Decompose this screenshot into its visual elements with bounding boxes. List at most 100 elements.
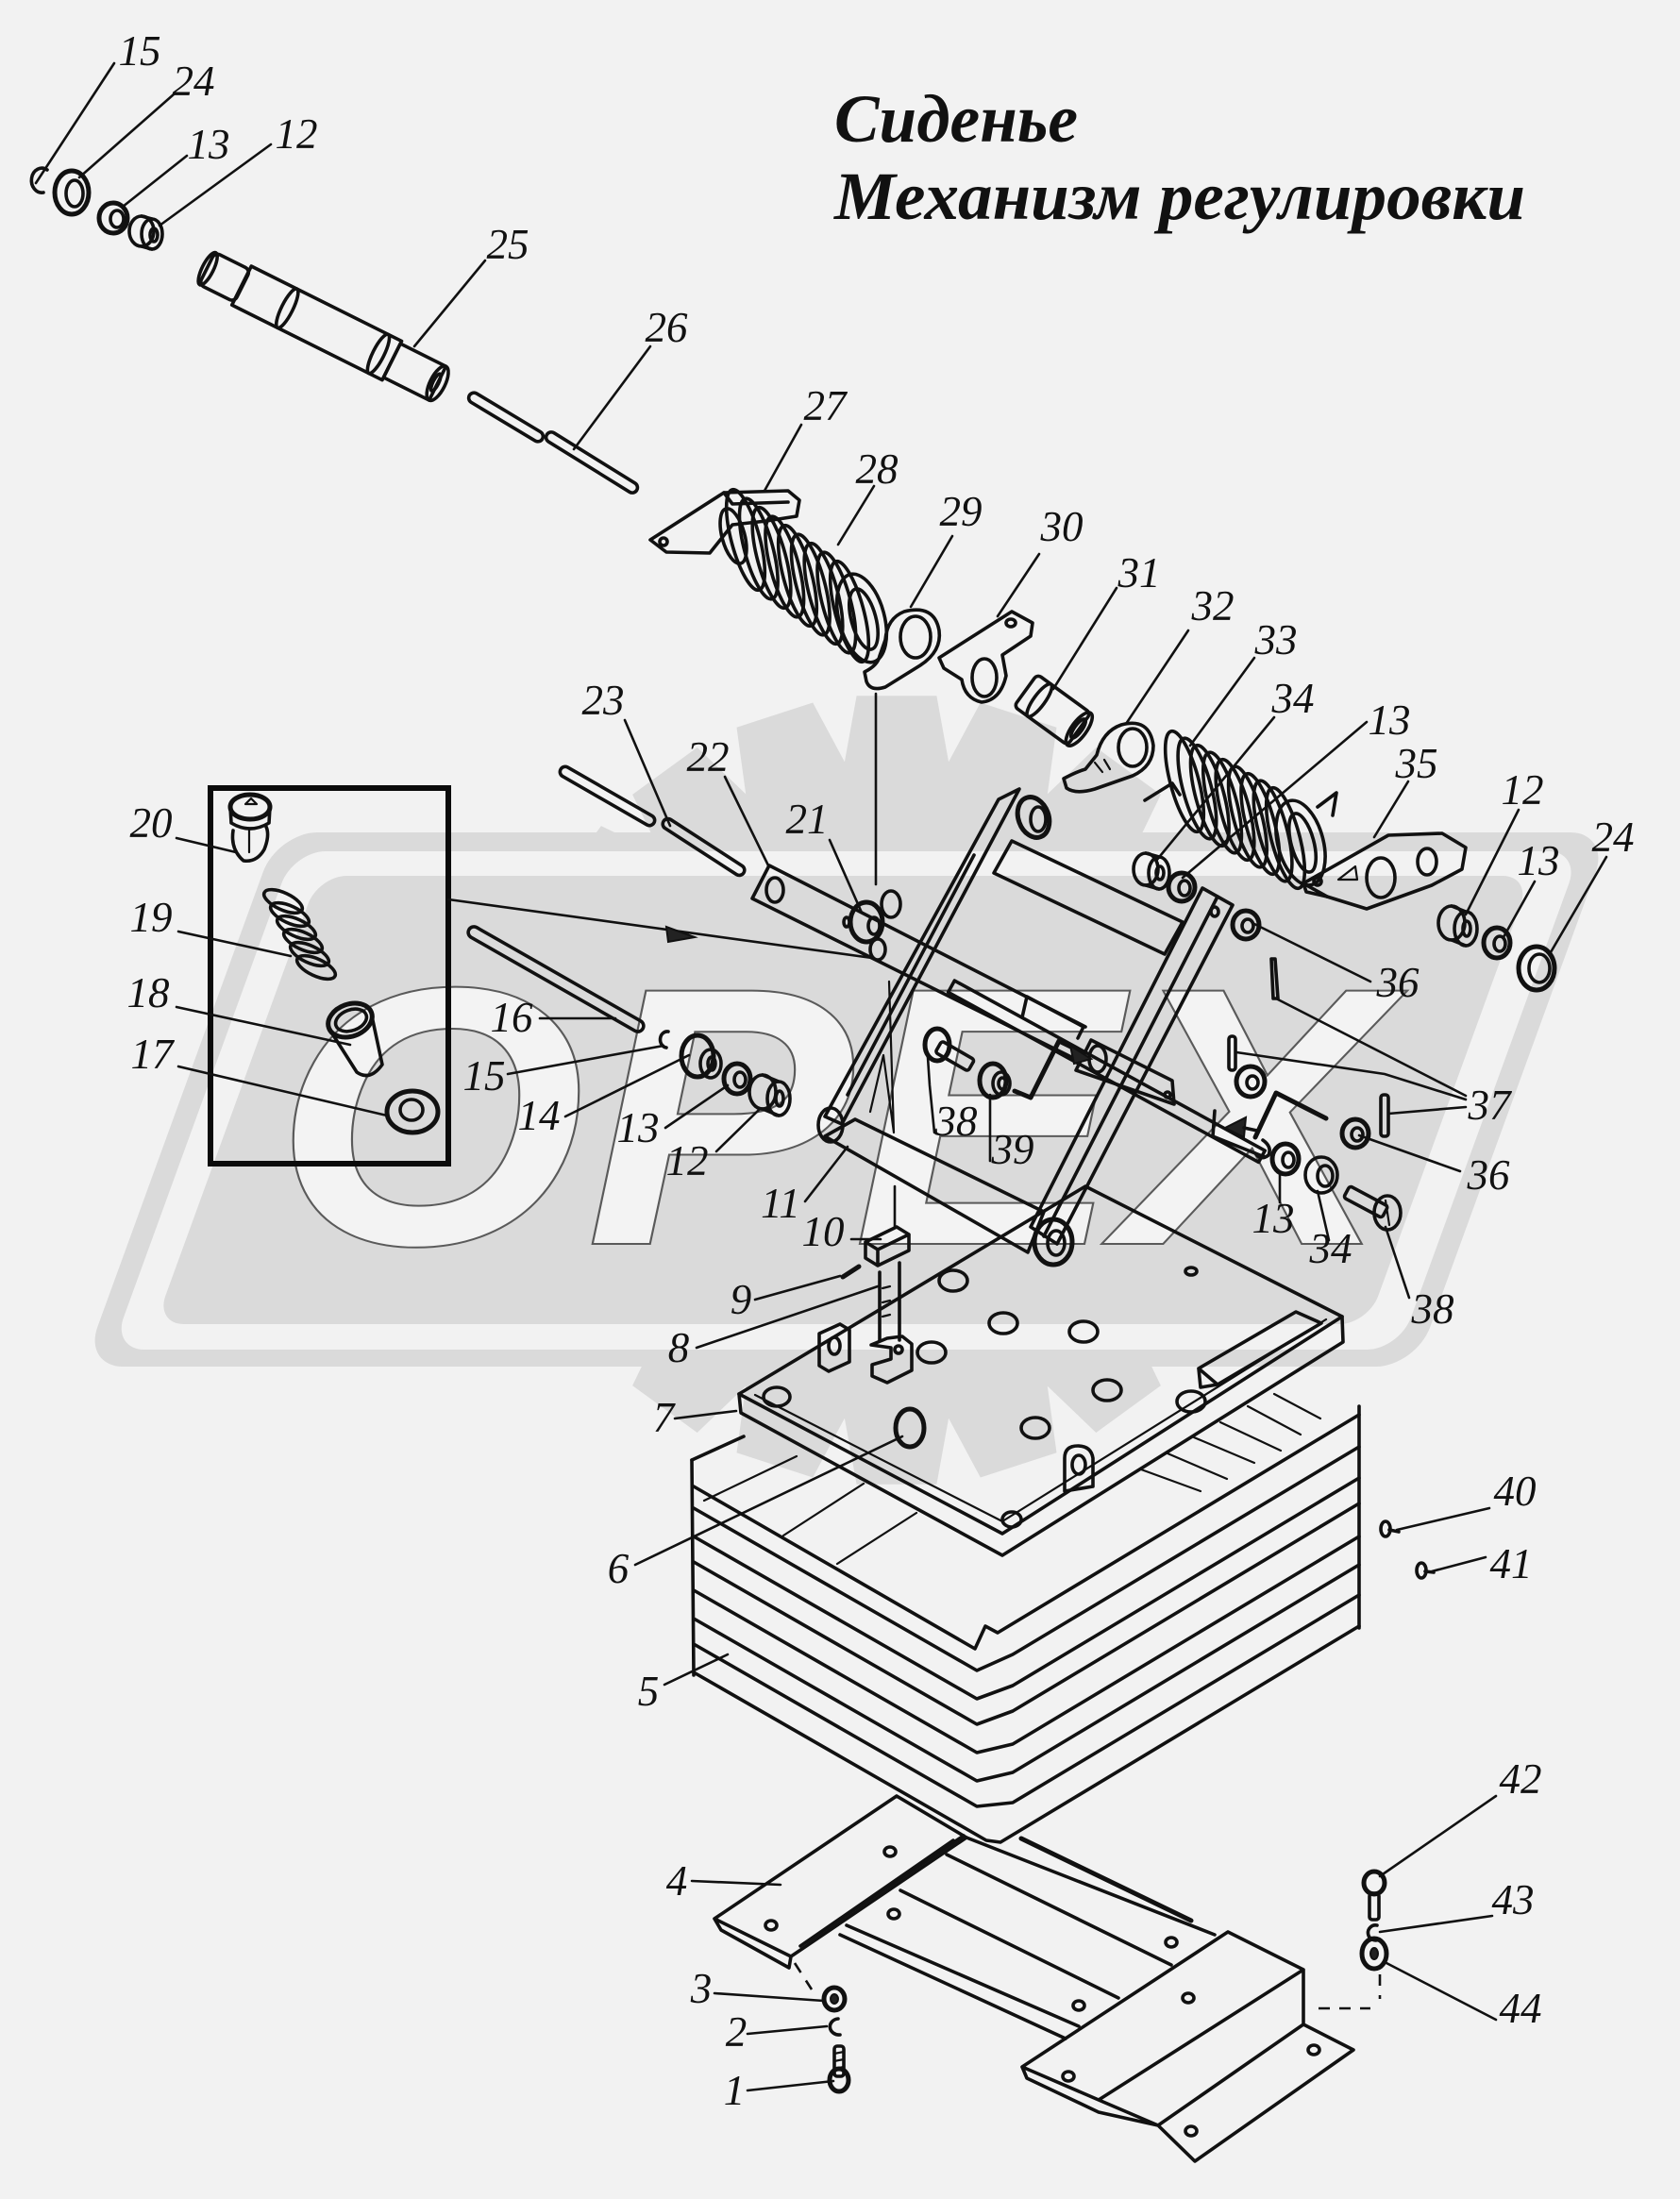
block-outline bbox=[864, 1225, 911, 1267]
latch-bracket bbox=[869, 1335, 914, 1385]
callout-label: 12 bbox=[1502, 766, 1544, 814]
callout-label: 36 bbox=[1467, 1151, 1511, 1199]
frame-thin-rods bbox=[868, 980, 896, 1134]
sleeve-body bbox=[1014, 674, 1091, 746]
assembly-dash-right bbox=[1319, 1974, 1382, 2010]
pin-body bbox=[840, 1264, 862, 1280]
callout-label: 39 bbox=[991, 1126, 1034, 1173]
cam-bore bbox=[899, 614, 932, 660]
nut-outer bbox=[1516, 944, 1557, 993]
callout-label: 27 bbox=[804, 382, 849, 429]
nut-outer bbox=[1166, 870, 1198, 904]
leader-line bbox=[1502, 880, 1537, 939]
bellows-inner-hatch bbox=[702, 1392, 1322, 1566]
callout-label: 37 bbox=[1468, 1082, 1514, 1129]
arm-outline bbox=[1029, 886, 1235, 1246]
hole bbox=[1061, 2070, 1076, 2083]
sleeve-body bbox=[328, 1010, 384, 1078]
watermark-logo: ОРЕХ bbox=[94, 696, 1599, 1485]
nut-inner bbox=[732, 1070, 748, 1089]
callout-label: 3 bbox=[690, 1965, 713, 2012]
shaft-body bbox=[229, 264, 404, 382]
cap-body bbox=[893, 1406, 927, 1450]
part-30-bracket bbox=[937, 610, 1034, 704]
arm-flange bbox=[1042, 895, 1219, 1238]
callout-label: 10 bbox=[802, 1208, 845, 1255]
plate-bosses bbox=[762, 1266, 1207, 1529]
boss bbox=[1019, 1416, 1051, 1440]
part-34-bushing-upper bbox=[1132, 851, 1171, 891]
bar-end-ring bbox=[764, 876, 785, 904]
bracket-ring bbox=[1365, 856, 1397, 899]
callout-label: 17 bbox=[131, 1031, 176, 1078]
callout-label: 26 bbox=[646, 304, 689, 351]
leader-line bbox=[753, 1274, 842, 1301]
leader-lines bbox=[34, 61, 1608, 2092]
inset-pointer-arrowhead bbox=[664, 925, 698, 944]
washer-outer bbox=[1359, 1936, 1389, 1972]
cam-outline bbox=[863, 608, 942, 691]
leader-line bbox=[175, 836, 238, 854]
spring-coil bbox=[828, 559, 871, 664]
leader-line bbox=[1549, 855, 1608, 954]
part-36-nut-upper bbox=[1230, 908, 1262, 942]
sleeve-top-inner bbox=[333, 1007, 369, 1033]
nut-inner bbox=[64, 178, 85, 209]
spring-coil bbox=[1163, 729, 1206, 834]
nut-inner bbox=[109, 209, 126, 229]
callout-label: 6 bbox=[608, 1545, 630, 1592]
bushing-front bbox=[765, 1080, 792, 1117]
leader-line bbox=[1188, 656, 1256, 747]
bracket-edge bbox=[1302, 881, 1329, 898]
spring-right-arm bbox=[1316, 791, 1338, 817]
spring-coil bbox=[1201, 750, 1244, 855]
crossbar-outline bbox=[992, 839, 1184, 956]
leader-line bbox=[563, 1053, 691, 1118]
spring-coil bbox=[1188, 743, 1231, 848]
frame-right-arm bbox=[1029, 886, 1235, 1246]
part-24-nut-right bbox=[1516, 944, 1557, 993]
nut-inner bbox=[1245, 1074, 1260, 1091]
shaft-left-cap bbox=[196, 250, 220, 287]
tube-bracket bbox=[1020, 995, 1085, 1040]
bracket-hole bbox=[658, 536, 669, 547]
callout-label: 35 bbox=[1395, 740, 1438, 787]
callout-label: 2 bbox=[726, 2008, 748, 2056]
spring-coil bbox=[1176, 736, 1218, 841]
nut-inner bbox=[1177, 879, 1192, 898]
leader-line bbox=[746, 2079, 835, 2092]
leader-line bbox=[623, 718, 672, 828]
part-14-flanged-bushing bbox=[679, 1032, 723, 1080]
cam-detail bbox=[1093, 758, 1112, 774]
callout-label: 44 bbox=[1500, 1985, 1542, 2032]
part-12-bushing-top bbox=[127, 214, 164, 251]
pin-2 bbox=[661, 816, 747, 878]
hole bbox=[1071, 1999, 1086, 2012]
plate-tab bbox=[1063, 1444, 1095, 1493]
nut-outer bbox=[1481, 925, 1513, 961]
callout-label: 18 bbox=[127, 969, 170, 1016]
hole bbox=[886, 1907, 901, 1921]
sleeve-end bbox=[1064, 711, 1095, 748]
callout-label: 13 bbox=[1518, 837, 1560, 884]
callout-label: 12 bbox=[276, 110, 318, 158]
sleeve-ring bbox=[1025, 681, 1054, 719]
leader-line bbox=[690, 1879, 782, 1887]
bushing-front bbox=[698, 1048, 723, 1080]
arm-top-roller bbox=[1015, 795, 1052, 840]
screw-socket bbox=[244, 797, 259, 854]
cam-outline bbox=[1062, 721, 1155, 794]
boss bbox=[1091, 1378, 1123, 1402]
part-44-washer bbox=[1359, 1936, 1389, 1972]
inset-box bbox=[208, 785, 451, 1167]
leader-line bbox=[158, 143, 273, 227]
callout-label: 42 bbox=[1500, 1755, 1542, 1803]
callout-label: 34 bbox=[1271, 675, 1315, 722]
part-6-cap bbox=[893, 1406, 927, 1450]
leader-line bbox=[572, 344, 652, 451]
washer-inner bbox=[398, 1098, 425, 1122]
callout-label: 19 bbox=[130, 894, 173, 941]
arm-hole bbox=[1209, 905, 1220, 918]
washer-outer bbox=[821, 1985, 848, 2013]
